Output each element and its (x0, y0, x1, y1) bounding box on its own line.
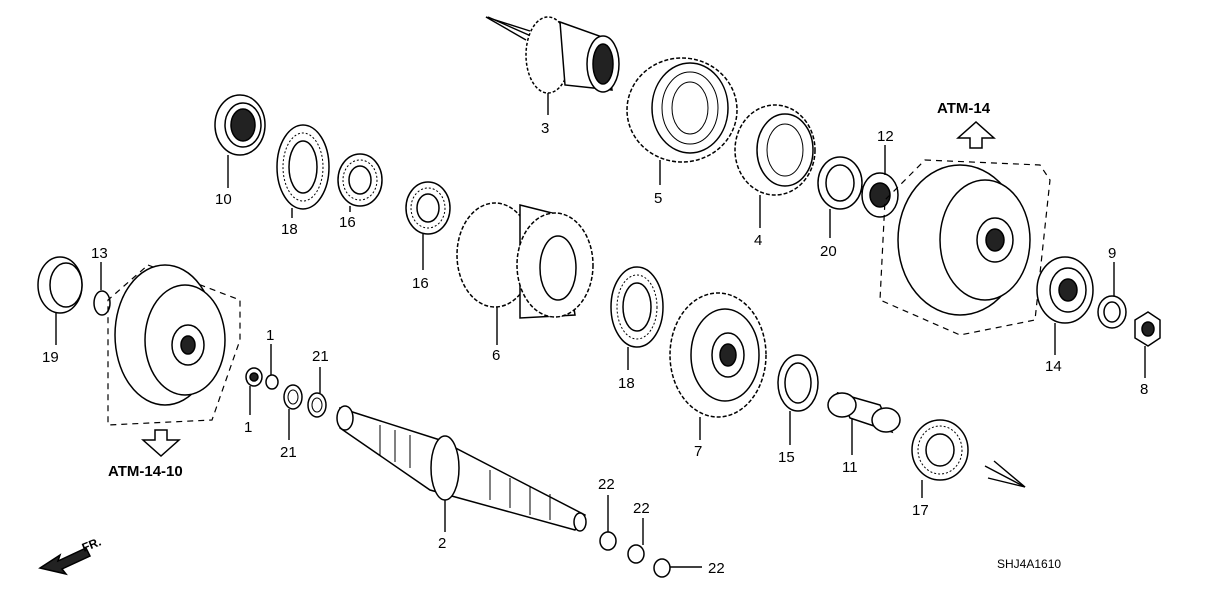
callout-15: 15 (778, 449, 795, 466)
part-11-collar (827, 391, 901, 434)
part-22-snap-ring-b (627, 544, 645, 564)
callout-14: 14 (1045, 358, 1062, 375)
part-9-washer (1097, 295, 1127, 329)
callout-22-c: 22 (708, 560, 725, 577)
part-16-needle-bearing-a (337, 153, 383, 207)
callout-22-a: 22 (598, 476, 615, 493)
part-18-thrust-bearing-upper (276, 124, 330, 210)
part-4-ring-gear (734, 104, 816, 196)
part-17-needle-bearing (911, 419, 969, 481)
diagram-code: SHJ4A1610 (997, 557, 1061, 571)
leader-lines (55, 93, 1146, 568)
atm-14-10-clutch-assembly (107, 264, 241, 458)
part-21-shim-b (307, 392, 327, 418)
callout-1-a: 1 (244, 419, 252, 436)
part-22-snap-ring-c (653, 558, 671, 578)
callout-22-b: 22 (633, 500, 650, 517)
part-18-thrust-bearing-lower (610, 266, 664, 348)
callout-21-a: 21 (280, 444, 297, 461)
reference-atm-14-10: ATM-14-10 (108, 463, 183, 480)
callout-6: 6 (492, 347, 500, 364)
callout-12: 12 (877, 128, 894, 145)
part-8-locknut (1134, 311, 1161, 347)
callout-18-upper: 18 (281, 221, 298, 238)
callout-2: 2 (438, 535, 446, 552)
callout-16-b: 16 (412, 275, 429, 292)
callout-5: 5 (654, 190, 662, 207)
part-13-snap-ring (93, 290, 111, 316)
part-5-ring-gear (626, 57, 738, 163)
part-22-snap-ring-a (599, 531, 617, 551)
callout-11: 11 (842, 459, 858, 476)
part-20-thrust-washer (817, 156, 863, 210)
part-12-bearing (861, 172, 899, 218)
callout-10: 10 (215, 191, 232, 208)
atm-14-clutch-assembly (879, 120, 1051, 336)
reference-atm-14: ATM-14 (937, 100, 991, 117)
callout-17: 17 (912, 502, 929, 519)
part-7-gear (669, 292, 767, 418)
callout-3: 3 (541, 120, 549, 137)
callout-9: 9 (1108, 245, 1116, 262)
front-direction-label: FR. (80, 535, 103, 555)
part-21-shim-a (283, 384, 303, 410)
callout-18-lower: 18 (618, 375, 635, 392)
callout-20: 20 (820, 243, 837, 260)
part-15-thrust-washer (777, 354, 819, 412)
callout-1-b: 1 (266, 327, 274, 344)
part-14-bearing (1036, 256, 1094, 324)
part-2-mainshaft (336, 405, 587, 532)
part-3-gear (525, 16, 620, 94)
axis-arrow-lower (984, 460, 1026, 488)
part-6-double-gear (456, 202, 594, 319)
part-1-washer-b (265, 374, 279, 390)
callout-21-b: 21 (312, 348, 329, 365)
part-10-seal (214, 94, 266, 156)
callout-7: 7 (694, 443, 702, 460)
callout-4: 4 (754, 232, 762, 249)
callout-13: 13 (91, 245, 108, 262)
callout-16-a: 16 (339, 214, 356, 231)
part-1-washer-a (245, 367, 263, 387)
callout-19: 19 (42, 349, 59, 366)
part-19-seal (37, 256, 83, 314)
part-16-needle-bearing-b (405, 181, 451, 235)
front-direction-arrow: FR. (38, 535, 103, 576)
callout-8: 8 (1140, 381, 1148, 398)
